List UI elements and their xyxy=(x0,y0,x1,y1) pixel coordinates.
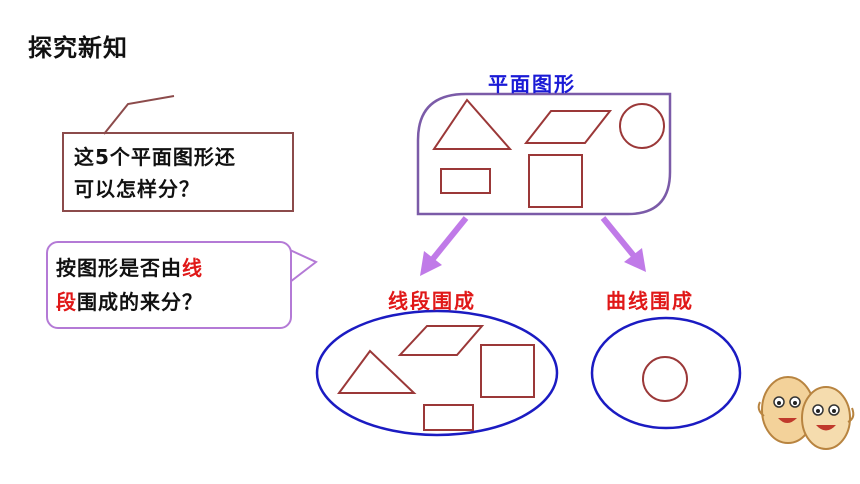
question-2-text: 围成的来分？ xyxy=(77,290,203,314)
question-2-highlight: 线 xyxy=(182,256,203,280)
question-box-2: 按图形是否由线 段围成的来分？ xyxy=(46,241,292,329)
circle-shape xyxy=(619,103,665,149)
triangle-shape xyxy=(337,349,417,394)
question-2-line1: 按图形是否由线 xyxy=(56,251,282,285)
square-shape xyxy=(480,344,535,398)
question-2-line2: 段围成的来分？ xyxy=(56,285,282,319)
egg-characters-icon xyxy=(757,376,855,450)
question-2-text: 按图形是否由 xyxy=(56,256,182,280)
section-heading: 探究新知 xyxy=(28,34,128,62)
parallelogram-shape xyxy=(523,110,613,144)
question-box-1: 这5个平面图形还 可以怎样分？ xyxy=(62,132,294,212)
question-1-line1: 这5个平面图形还 xyxy=(74,145,236,169)
arrow-right-icon xyxy=(600,216,646,272)
plane-shapes-title: 平面图形 xyxy=(488,72,576,96)
parallelogram-shape xyxy=(397,325,485,356)
rectangle-shape xyxy=(440,168,491,194)
curve-category-label: 曲线围成 xyxy=(606,289,694,313)
rectangle-shape xyxy=(423,404,474,431)
square-shape xyxy=(528,154,583,208)
circle-shape xyxy=(642,356,688,402)
question-1-line2: 可以怎样分？ xyxy=(74,177,200,201)
curve-ellipse xyxy=(590,316,742,430)
all-shapes-container xyxy=(416,92,672,216)
line-segment-ellipse xyxy=(315,309,559,437)
triangle-shape xyxy=(432,98,513,150)
speech-pointer-q2 xyxy=(289,249,318,283)
speech-pointer-q1 xyxy=(103,95,175,135)
question-2-highlight: 段 xyxy=(56,290,77,314)
line-segment-category-label: 线段围成 xyxy=(388,289,476,313)
arrow-left-icon xyxy=(420,216,469,276)
